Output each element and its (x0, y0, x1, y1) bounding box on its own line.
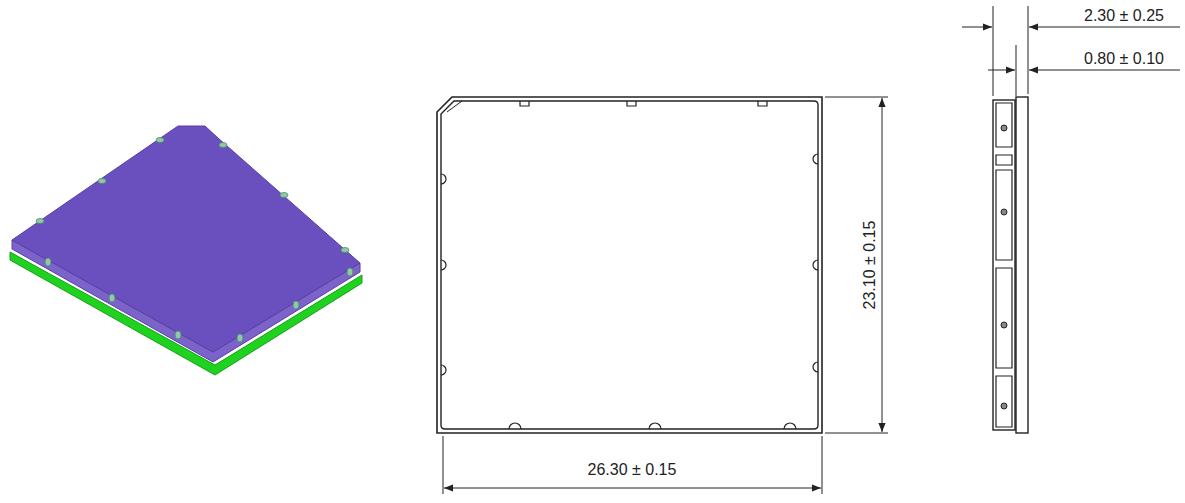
width-dimension-text: 26.30 ± 0.15 (586, 462, 679, 478)
width-dimension (443, 436, 822, 494)
shield-notches (36, 138, 353, 343)
thickness-dimension (962, 6, 1180, 96)
height-dimension-text: 23.10 ± 0.15 (862, 219, 878, 312)
isometric-view (10, 126, 362, 375)
pcb-edge (1016, 97, 1028, 433)
height-dimension (825, 97, 888, 433)
top-view (437, 97, 888, 494)
thickness-dimension-text: 2.30 ± 0.25 (1082, 8, 1166, 24)
pcb-thickness-dimension (988, 45, 1180, 96)
outline (437, 97, 822, 433)
notches (441, 101, 818, 429)
shield-top (12, 126, 360, 352)
shield-segments (996, 103, 1012, 427)
pcb-thickness-dimension-text: 0.80 ± 0.10 (1082, 51, 1166, 67)
side-view (962, 6, 1180, 433)
side-vias (1001, 125, 1007, 409)
shield-outline (441, 101, 818, 429)
shield-edge (993, 100, 1015, 430)
chamfer (447, 101, 462, 112)
